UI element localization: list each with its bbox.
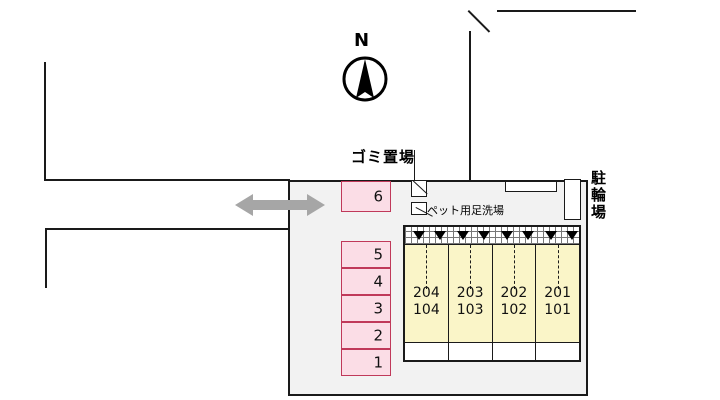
parking-stall-5[interactable]: 5 <box>341 241 391 268</box>
access-direction-arrow <box>235 192 325 218</box>
parking-stall-number: 1 <box>373 353 383 371</box>
balcony-marker-icon <box>522 231 534 240</box>
unit-lower-number: 104 <box>413 302 440 318</box>
unit-label-group: 204 104 <box>405 285 448 319</box>
unit-upper-number: 202 <box>500 285 528 301</box>
parking-stall-1[interactable]: 1 <box>341 349 391 376</box>
unit-upper-number: 203 <box>456 285 484 301</box>
road-boundary-right-top-horizontal <box>497 10 636 12</box>
entrance-porch <box>449 343 493 360</box>
road-boundary-upper-horizontal <box>44 179 290 181</box>
entrance-porch <box>493 343 537 360</box>
road-boundary-left-lower-vertical <box>45 228 47 288</box>
north-arrow-icon <box>342 56 388 102</box>
entrance-porch-row <box>405 342 579 360</box>
bicycle-parking-label: 駐輪場 <box>589 170 607 221</box>
unit-upper-number: 201 <box>544 285 571 301</box>
parking-stall-number: 3 <box>373 299 383 317</box>
compass-north-label: N <box>354 30 370 51</box>
unit-lower-number: 102 <box>500 302 528 318</box>
unit-label-group: 201 101 <box>536 285 579 319</box>
unit-row: 204 104 203 103 202 102 <box>405 245 579 344</box>
parking-stall-6[interactable]: 6 <box>341 181 391 212</box>
unit-label-group: 202 102 <box>493 285 536 319</box>
balcony-marker-row <box>405 227 579 245</box>
unit-divider-dash <box>470 245 472 289</box>
parking-stall-4[interactable]: 4 <box>341 268 391 295</box>
balcony-hatch-band <box>405 227 579 245</box>
unit-upper-number: 204 <box>413 285 440 301</box>
bicycle-parking-box[interactable] <box>564 179 581 220</box>
north-compass: N <box>340 30 390 106</box>
garbage-area-leader-line <box>414 150 415 180</box>
entrance-porch <box>536 343 579 360</box>
balcony-marker-icon <box>413 231 425 240</box>
unit-202-102[interactable]: 202 102 <box>492 245 537 344</box>
balcony-marker-icon <box>478 231 490 240</box>
road-boundary-left-upper-vertical <box>44 62 46 181</box>
unit-203-103[interactable]: 203 103 <box>448 245 493 344</box>
unit-lower-number: 101 <box>544 302 571 318</box>
road-boundary-right-diagonal <box>467 10 491 33</box>
double-arrow-icon <box>235 194 325 216</box>
road-boundary-right-vertical <box>469 31 471 181</box>
unit-divider-dash <box>426 245 428 289</box>
parking-stall-2[interactable]: 2 <box>341 322 391 349</box>
unit-201-101[interactable]: 201 101 <box>536 245 579 344</box>
balcony-marker-icon <box>434 231 446 240</box>
balcony-marker-icon <box>501 231 513 240</box>
parking-stall-number: 2 <box>373 326 383 344</box>
unit-204-104[interactable]: 204 104 <box>405 245 449 344</box>
unit-label-group: 203 103 <box>449 285 492 319</box>
balcony-marker-icon <box>545 231 557 240</box>
parking-stall-number: 4 <box>373 272 383 290</box>
pet-foot-wash-label: ペット用足洗場 <box>427 204 504 217</box>
parking-stall-number: 5 <box>373 245 383 263</box>
apartment-building: 204 104 203 103 202 102 <box>403 225 581 362</box>
unit-divider-dash <box>513 245 515 289</box>
garbage-area-box[interactable] <box>411 180 427 197</box>
unit-divider-dash <box>557 245 559 289</box>
balcony-marker-icon <box>566 231 578 240</box>
entrance-porch <box>405 343 449 360</box>
unit-lower-number: 103 <box>456 302 484 318</box>
parking-stall-3[interactable]: 3 <box>341 295 391 322</box>
balcony-marker-icon <box>457 231 469 240</box>
road-boundary-lower-horizontal <box>45 228 289 230</box>
garbage-area-label: ゴミ置場 <box>351 148 416 166</box>
parking-stall-number: 6 <box>373 187 383 205</box>
bicycle-rack[interactable] <box>505 181 557 192</box>
